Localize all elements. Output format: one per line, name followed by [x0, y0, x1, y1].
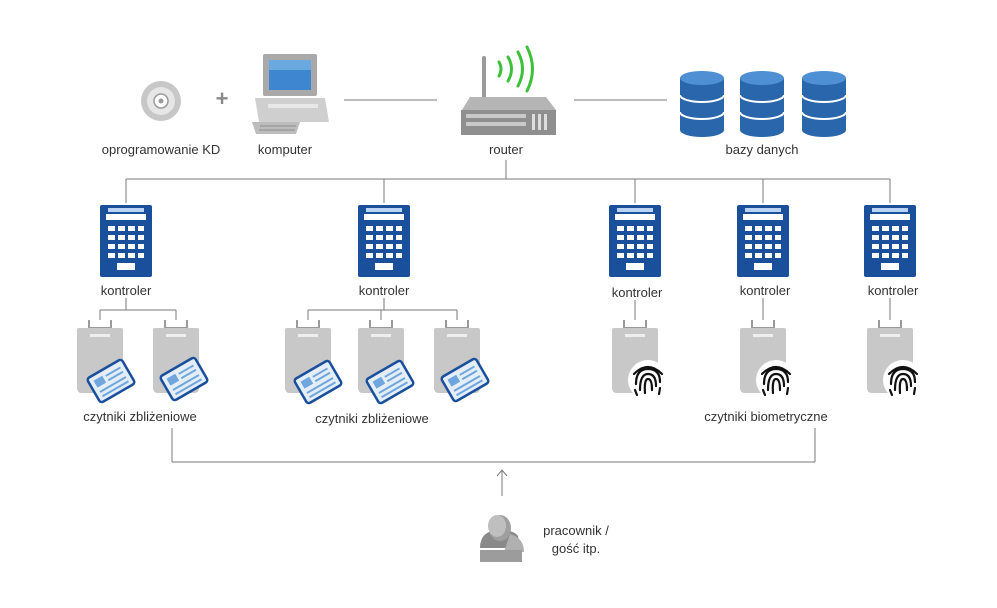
proximity-readers-label: czytniki zbliżeniowe [315, 411, 429, 426]
controller-icon [864, 205, 916, 277]
database-icon [739, 70, 785, 138]
connection-lines [99, 99, 891, 463]
proximity-reader-icon [152, 319, 210, 403]
controller-icon [609, 205, 661, 277]
software-label: oprogramowanie KD [101, 142, 221, 157]
controller-label: kontroler [611, 285, 663, 300]
proximity-reader-icon [357, 319, 416, 406]
controller-label: kontroler [358, 283, 410, 298]
router-label: router [489, 142, 523, 157]
controller-label: kontroler [739, 283, 791, 298]
proximity-reader-icon [284, 319, 344, 406]
cd-icon [141, 81, 181, 121]
up-arrow [496, 469, 508, 496]
biometric-readers-label: czytniki biometryczne [704, 409, 828, 424]
plus-sign: + [216, 86, 229, 111]
router-icon [461, 45, 556, 135]
fingerprint-reader-icon [611, 319, 670, 402]
proximity-reader-icon [433, 319, 491, 404]
person-label-line2: gość itp. [551, 541, 601, 556]
controller-icon [737, 205, 789, 277]
computer-icon [252, 54, 329, 134]
proximity-reader-icon [76, 319, 137, 405]
database-icon [801, 70, 847, 138]
fingerprint-reader-icon [739, 319, 798, 402]
databases-label: bazy danych [725, 142, 799, 157]
computer-label: komputer [257, 142, 313, 157]
controller-label: kontroler [100, 283, 152, 298]
proximity-readers-label: czytniki zbliżeniowe [83, 409, 197, 424]
fingerprint-reader-icon [866, 319, 925, 402]
person-label-line1: pracownik / [543, 523, 609, 538]
controller-icon [358, 205, 410, 277]
controller-label: kontroler [867, 283, 919, 298]
controller-icon [100, 205, 152, 277]
person-icon [480, 515, 524, 562]
database-icon [679, 70, 725, 138]
